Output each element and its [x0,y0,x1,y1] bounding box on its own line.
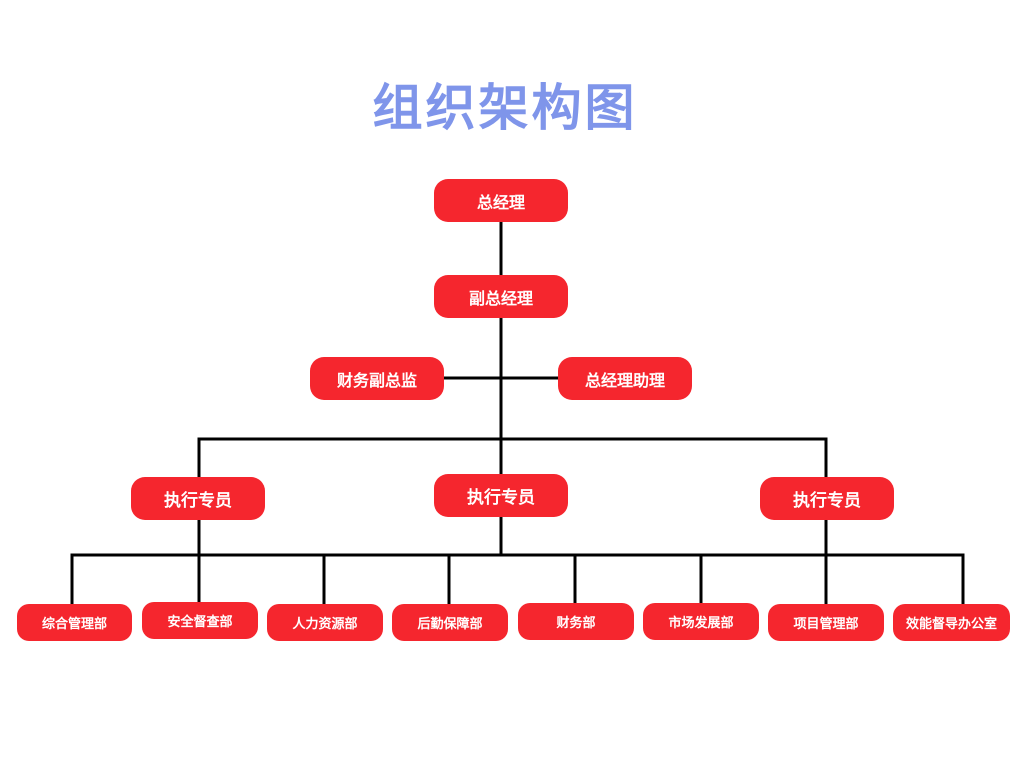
node-dept-market-development[interactable]: 市场发展部 [643,603,759,640]
node-dept-logistics[interactable]: 后勤保障部 [392,604,508,641]
node-dept-human-resources[interactable]: 人力资源部 [267,604,383,641]
node-finance-vice-director[interactable]: 财务副总监 [310,357,444,400]
node-dept-general-admin[interactable]: 综合管理部 [17,604,132,641]
node-dept-efficiency-office[interactable]: 效能督导办公室 [893,604,1010,641]
node-dept-project-management[interactable]: 项目管理部 [768,604,884,641]
node-executive-right[interactable]: 执行专员 [760,477,894,520]
node-executive-left[interactable]: 执行专员 [131,477,265,520]
node-general-manager[interactable]: 总经理 [434,179,568,222]
node-deputy-general-manager[interactable]: 副总经理 [434,275,568,318]
page-title: 组织架构图 [372,79,638,137]
connector-group [70,219,965,606]
node-dept-safety-inspection[interactable]: 安全督查部 [142,602,258,639]
node-executive-center[interactable]: 执行专员 [434,474,568,517]
node-gm-assistant[interactable]: 总经理助理 [558,357,692,400]
node-dept-finance[interactable]: 财务部 [518,603,634,640]
